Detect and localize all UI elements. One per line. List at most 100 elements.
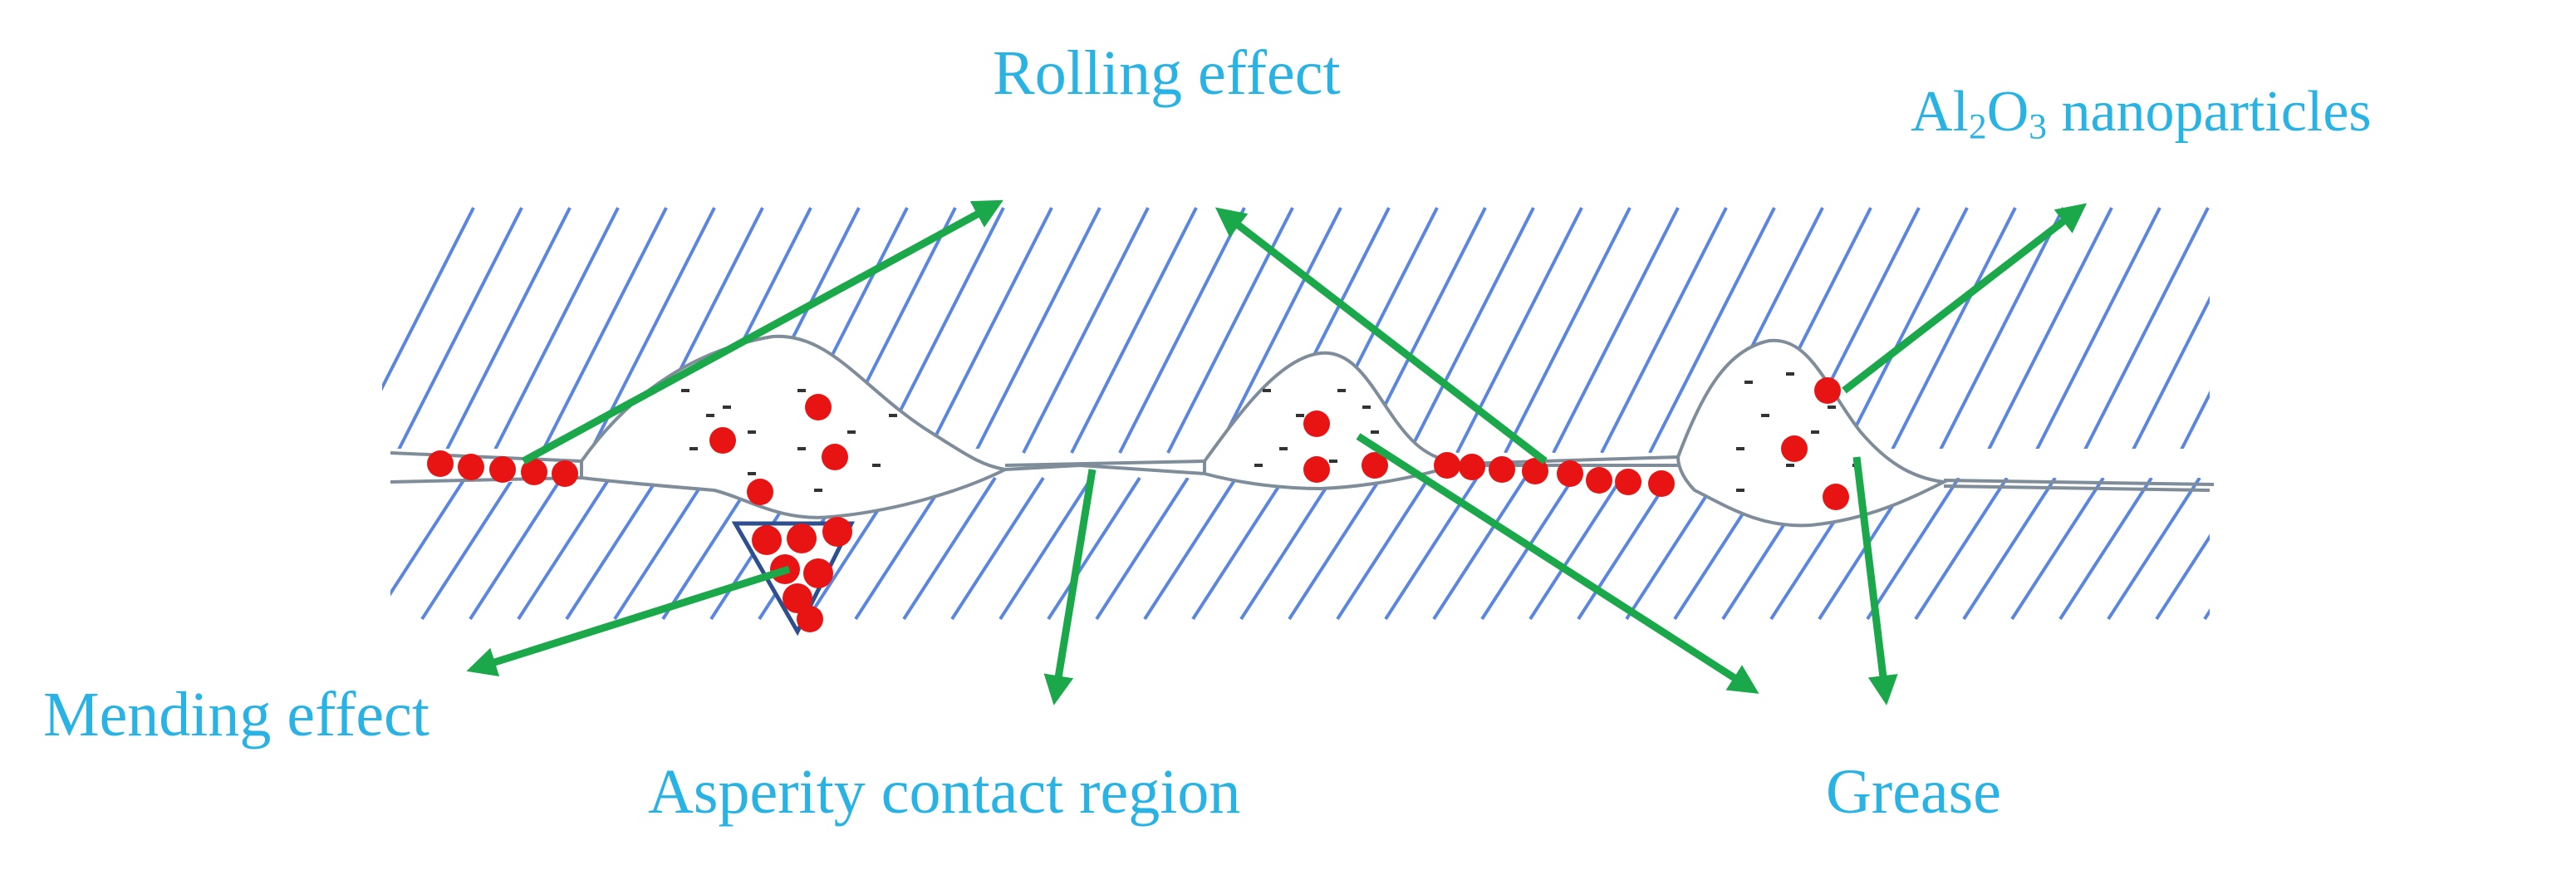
nanoparticles [427, 377, 1849, 632]
nanoparticle [747, 479, 773, 505]
hatch-line [2082, 207, 2210, 454]
nanoparticle [1303, 410, 1330, 437]
lower-surface-hatching [390, 476, 2210, 621]
hatch-line [469, 476, 563, 621]
hatch-line [540, 207, 668, 454]
green-arrow-icon [1043, 469, 1097, 705]
nanoparticle [427, 450, 454, 477]
hatch-line [1239, 476, 1334, 621]
rolling-effect-label: Rolling effect [993, 38, 1341, 108]
nanoparticles-label: Al2O3 nanoparticles [1911, 80, 2372, 147]
hatch-line [902, 476, 997, 621]
nanoparticle [1814, 377, 1841, 404]
hatch-line [1455, 207, 1583, 454]
hatch-line [390, 476, 467, 621]
nanoparticle [1522, 458, 1548, 484]
nanoparticle [797, 606, 823, 632]
upper-boundary-line [390, 451, 2215, 486]
nanoparticle [803, 558, 833, 588]
hatch-line [2178, 207, 2210, 454]
hatch-line [1288, 476, 1382, 621]
nanoparticle [1489, 456, 1515, 483]
nanoparticle [1586, 467, 1612, 494]
green-arrow-icon [466, 565, 791, 677]
hatch-line [1384, 476, 1479, 621]
nanoparticle [489, 456, 516, 483]
nanoparticle [1303, 456, 1330, 483]
nanoparticle [805, 394, 832, 420]
hatch-line [1600, 207, 1728, 454]
asperity-contact-region-label: Asperity contact region [648, 757, 1241, 827]
nanoparticle [1823, 484, 1849, 510]
hatch-line [1889, 207, 2017, 454]
hatch-line [925, 207, 1053, 454]
nanoparticle [1615, 469, 1641, 495]
nanoparticle [458, 454, 484, 480]
nanoparticle [822, 517, 852, 547]
hatch-line [2034, 207, 2161, 454]
green-arrow-icon [1842, 203, 2088, 394]
nanoparticle [1648, 470, 1675, 497]
hatch-line [1504, 207, 1631, 454]
hatch-line [517, 476, 611, 621]
hatch-line [854, 476, 949, 621]
green-arrow-icon [1852, 456, 1898, 705]
hatch-line [1022, 207, 1150, 454]
hatch-line [1528, 476, 1623, 621]
hatch-line [1095, 476, 1190, 621]
hatch-line [2228, 208, 2353, 453]
nanoparticle [752, 525, 782, 555]
hatch-line [2010, 476, 2105, 621]
nanoparticle [1459, 454, 1485, 480]
nanoparticle [1362, 452, 1388, 479]
nanoparticle [1781, 435, 1808, 462]
hatch-line [1191, 476, 1286, 621]
green-arrow-icon [521, 199, 1003, 465]
nanoparticle [552, 460, 578, 487]
grease-pocket-middle [1203, 351, 1463, 491]
nanoparticle [787, 524, 817, 553]
hatch-line [2155, 476, 2210, 621]
hatch-line [2203, 476, 2210, 621]
hatch-line [1625, 476, 1720, 621]
hatch-line [1648, 207, 1776, 454]
nanoparticle [1557, 460, 1583, 487]
hatch-line [420, 476, 515, 621]
hatch-line [395, 207, 523, 454]
hatch-line [1552, 207, 1680, 454]
hatch-line [1985, 207, 2113, 454]
hatch-line [974, 207, 1102, 454]
hatch-line [1407, 207, 1535, 454]
hatch-line [2130, 207, 2210, 454]
grease-stipple [681, 372, 1861, 492]
hatch-line [2058, 476, 2153, 621]
nanoparticle [822, 444, 848, 470]
arrows [466, 199, 2088, 705]
grease-label: Grease [1826, 757, 2001, 827]
surface-outline [390, 334, 2215, 528]
nanoparticle [783, 583, 812, 613]
hatch-line [1841, 207, 1969, 454]
green-arrow-icon [1214, 207, 1548, 465]
hatch-line [1336, 476, 1430, 621]
hatch-line [950, 476, 1045, 621]
nanoparticle [1434, 452, 1460, 479]
hatch-line [1962, 476, 2057, 621]
hatch-line [1214, 207, 1342, 454]
hatch-line [661, 476, 756, 621]
hatch-line [1047, 476, 1141, 621]
hatch-line [613, 476, 708, 621]
hatch-line [492, 207, 620, 454]
hatch-line [1118, 207, 1246, 454]
hatch-line [1432, 476, 1527, 621]
green-arrow-icon [1356, 433, 1759, 694]
hatch-line [2107, 476, 2201, 621]
hatch-line [1143, 476, 1238, 621]
lower-boundary-line [390, 463, 2210, 492]
hatch-line [382, 207, 475, 454]
hatch-line [1866, 476, 1960, 621]
hatch-line [1937, 207, 2065, 454]
hatch-line [444, 207, 572, 454]
hatch-line [565, 476, 660, 621]
mending-effect-label: Mending effect [43, 680, 429, 750]
